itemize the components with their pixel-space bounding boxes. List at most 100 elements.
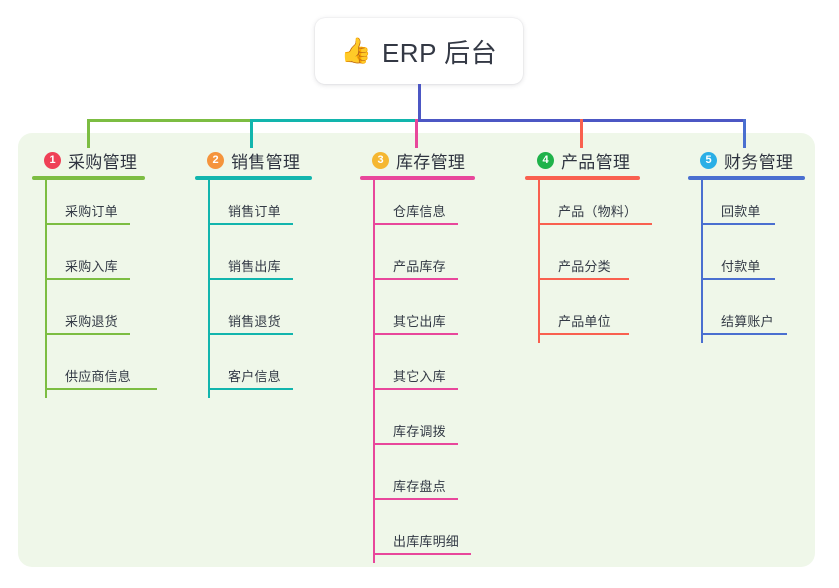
leaf-node-label: 库存调拨 — [393, 424, 446, 439]
leaf-underline — [539, 223, 652, 225]
root-node-label: ERP 后台 — [381, 37, 498, 68]
branch-2: 2 销售管理销售订单销售出库销售退货客户信息 — [195, 145, 312, 398]
leaf-underline — [702, 278, 775, 280]
leaf-node[interactable]: 产品库存 — [374, 233, 468, 288]
leaf-node[interactable]: 销售订单 — [209, 178, 303, 233]
branch-badge-2: 2 — [207, 151, 224, 169]
leaf-underline — [374, 223, 458, 225]
branch-drop-connector-5 — [742, 119, 746, 148]
leaf-node-label: 仓库信息 — [393, 204, 446, 219]
bus-segment-1 — [88, 119, 251, 122]
leaf-underline — [209, 278, 293, 280]
branch-badge-1: 1 — [44, 151, 61, 169]
branch-drop-connector-3 — [414, 119, 418, 148]
leaf-underline — [46, 223, 130, 225]
branch-5: 5 财务管理回款单付款单结算账户 — [688, 145, 805, 343]
leaf-node[interactable]: 销售退货 — [209, 288, 303, 343]
leaf-underline — [702, 223, 775, 225]
root-stem-connector — [417, 84, 421, 122]
leaf-node[interactable]: 产品单位 — [539, 288, 639, 343]
leaf-node[interactable]: 采购入库 — [46, 233, 140, 288]
branch-header-3[interactable]: 3 库存管理 — [360, 145, 465, 175]
leaf-node-label: 客户信息 — [228, 369, 281, 384]
leaf-node[interactable]: 供应商信息 — [46, 343, 167, 398]
leaf-node-label: 结算账户 — [721, 314, 774, 329]
leaf-node[interactable]: 采购订单 — [46, 178, 140, 233]
leaf-node-label: 其它入库 — [393, 369, 446, 384]
branch-underline-5 — [688, 176, 805, 180]
branch-trunk-2 — [208, 178, 210, 398]
leaf-node[interactable]: 采购退货 — [46, 288, 140, 343]
branch-header-5[interactable]: 5 财务管理 — [688, 145, 793, 175]
branch-trunk-5 — [701, 178, 703, 343]
leaf-node-label: 付款单 — [721, 259, 761, 274]
leaf-node[interactable]: 产品（物料） — [539, 178, 662, 233]
leaf-node-label: 产品库存 — [393, 259, 446, 274]
leaf-node[interactable]: 出库库明细 — [374, 508, 481, 563]
leaf-node-label: 销售退货 — [228, 314, 281, 329]
branch-title-2: 销售管理 — [231, 152, 301, 172]
branch-underline-4 — [525, 176, 640, 180]
leaf-node-label: 供应商信息 — [65, 369, 132, 384]
branch-header-1[interactable]: 1 采购管理 — [32, 145, 137, 175]
diagram-background-panel — [18, 133, 815, 567]
leaf-node-label: 其它出库 — [393, 314, 446, 329]
leaf-node-label: 产品分类 — [558, 259, 611, 274]
leaf-node[interactable]: 回款单 — [702, 178, 785, 233]
leaf-underline — [702, 333, 787, 335]
leaf-node[interactable]: 其它出库 — [374, 288, 468, 343]
leaf-underline — [374, 333, 458, 335]
leaf-node[interactable]: 库存调拨 — [374, 398, 468, 453]
leaf-underline — [374, 388, 458, 390]
leaf-underline — [209, 388, 293, 390]
leaf-node-label: 出库库明细 — [393, 534, 460, 549]
leaf-node-label: 销售出库 — [228, 259, 281, 274]
branch-drop-connector-4 — [579, 119, 583, 148]
leaf-underline — [374, 498, 458, 500]
leaf-underline — [539, 333, 629, 335]
thumbs-up-icon: 👍 — [340, 36, 372, 65]
branch-1: 1 采购管理采购订单采购入库采购退货供应商信息 — [32, 145, 157, 398]
branch-badge-3: 3 — [372, 151, 389, 169]
leaf-node-label: 产品（物料） — [558, 204, 638, 219]
branch-title-3: 库存管理 — [396, 152, 466, 172]
leaf-node[interactable]: 产品分类 — [539, 233, 639, 288]
branch-4: 4 产品管理产品（物料） 产品分类产品单位 — [525, 145, 652, 343]
leaf-underline — [46, 278, 130, 280]
leaf-node-label: 回款单 — [721, 204, 761, 219]
leaf-node-label: 销售订单 — [228, 204, 281, 219]
branch-badge-5: 5 — [700, 151, 717, 169]
root-node[interactable]: 👍 ERP 后台 — [315, 18, 523, 84]
branch-title-5: 财务管理 — [724, 152, 794, 172]
leaf-node-label: 采购退货 — [65, 314, 118, 329]
branch-header-2[interactable]: 2 销售管理 — [195, 145, 300, 175]
branch-title-4: 产品管理 — [561, 152, 631, 172]
leaf-node[interactable]: 库存盘点 — [374, 453, 468, 508]
branch-title-1: 采购管理 — [68, 152, 138, 172]
leaf-node[interactable]: 仓库信息 — [374, 178, 468, 233]
leaf-underline — [539, 278, 629, 280]
leaf-underline — [209, 223, 293, 225]
leaf-node[interactable]: 其它入库 — [374, 343, 468, 398]
branch-drop-connector-1 — [86, 119, 90, 148]
leaf-node[interactable]: 付款单 — [702, 233, 785, 288]
leaf-node-label: 采购订单 — [65, 204, 118, 219]
branch-header-4[interactable]: 4 产品管理 — [525, 145, 630, 175]
leaf-underline — [209, 333, 293, 335]
leaf-node[interactable]: 客户信息 — [209, 343, 303, 398]
branch-underline-1 — [32, 176, 145, 180]
branch-drop-connector-2 — [249, 119, 253, 148]
branch-trunk-3 — [373, 178, 375, 563]
leaf-node-label: 库存盘点 — [393, 479, 446, 494]
leaf-node-label: 产品单位 — [558, 314, 611, 329]
leaf-underline — [374, 443, 458, 445]
branch-underline-2 — [195, 176, 312, 180]
branch-trunk-4 — [538, 178, 540, 343]
leaf-underline — [46, 388, 157, 390]
leaf-node[interactable]: 销售出库 — [209, 233, 303, 288]
leaf-underline — [46, 333, 130, 335]
leaf-node[interactable]: 结算账户 — [702, 288, 797, 343]
branch-badge-4: 4 — [537, 151, 554, 169]
branch-3: 3 库存管理仓库信息产品库存其它出库其它入库库存调拨库存盘点出库库明细 — [360, 145, 475, 563]
